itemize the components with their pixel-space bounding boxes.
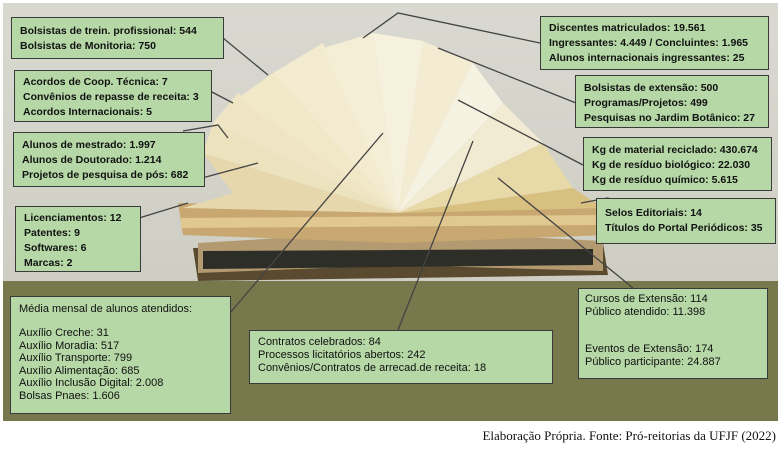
ingressantes-concluintes: Ingressantes: 4.449 / Concluintes: 1.965	[549, 37, 748, 49]
eventos-extensao: Eventos de Extensão: 174	[585, 343, 714, 355]
box-assistencia: Média mensal de alunos atendidos: Auxíli…	[10, 296, 231, 414]
bolsistas-treinamento: Bolsistas de trein. profissional: 544	[20, 25, 197, 37]
box-cursos-extensao: Cursos de Extensão: 114 Público atendido…	[578, 288, 768, 379]
residuo-biologico: Kg de resíduo biológico: 22.030	[592, 159, 751, 171]
contratos-celebrados: Contratos celebrados: 84	[258, 336, 381, 348]
bolsas-pnaes: Bolsas Pnaes: 1.606	[19, 389, 120, 402]
licenciamentos: Licenciamentos: 12	[24, 212, 122, 224]
projetos-pesquisa: Projetos de pesquisa de pós: 682	[22, 169, 189, 181]
marcas: Marcas: 2	[24, 257, 73, 269]
auxilio-moradia: Auxílio Moradia: 517	[19, 339, 120, 352]
alunos-doutorado: Alunos de Doutorado: 1.214	[22, 154, 162, 166]
publico-participante: Público participante: 24.887	[585, 356, 721, 368]
bolsistas-monitoria: Bolsistas de Monitoria: 750	[20, 40, 156, 52]
auxilio-inclusao-digital: Auxílio Inclusão Digital: 2.008	[19, 377, 164, 389]
cursos-extensao: Cursos de Extensão: 114	[585, 293, 708, 305]
auxilio-creche: Auxílio Creche: 31	[19, 327, 109, 339]
box-editorial: Selos Editoriais: 14 Títulos do Portal P…	[596, 198, 776, 244]
box-inovacao: Licenciamentos: 12 Patentes: 9 Softwares…	[15, 206, 141, 272]
box-acordos: Acordos de Coop. Técnica: 7 Convênios de…	[14, 70, 212, 122]
residuo-quimico: Kg de resíduo químico: 5.615	[592, 174, 738, 186]
alunos-mestrado: Alunos de mestrado: 1.997	[22, 139, 156, 151]
fanned-pages	[183, 33, 603, 213]
box-pos-graduacao: Alunos de mestrado: 1.997 Alunos de Dout…	[13, 132, 205, 187]
open-book-illustration	[138, 12, 634, 331]
discentes-matriculados: Discentes matriculados: 19.561	[549, 22, 706, 34]
box-residuos: Kg de material reciclado: 430.674 Kg de …	[583, 137, 772, 191]
acordos-internacionais: Acordos Internacionais: 5	[23, 106, 152, 118]
selos-editoriais: Selos Editoriais: 14	[605, 207, 702, 219]
box-extensao: Bolsistas de extensão: 500 Programas/Pro…	[575, 75, 769, 128]
acordos-coop: Acordos de Coop. Técnica: 7	[23, 76, 168, 88]
programas-projetos: Programas/Projetos: 499	[584, 97, 708, 109]
softwares: Softwares: 6	[24, 242, 87, 254]
publico-atendido: Público atendido: 11.398	[585, 306, 706, 318]
material-reciclado: Kg de material reciclado: 430.674	[592, 144, 758, 156]
box-discentes: Discentes matriculados: 19.561 Ingressan…	[540, 16, 769, 70]
auxilio-alimentacao: Auxílio Alimentação: 685	[19, 364, 140, 377]
convenios-arrecadacao: Convênios/Contratos de arrecad.de receit…	[258, 362, 487, 374]
source-caption: Elaboração Própria. Fonte: Pró-reitorias…	[482, 428, 776, 443]
auxilio-transporte: Auxílio Transporte: 799	[19, 352, 133, 364]
box-contratos: Contratos celebrados: 84 Processos licit…	[249, 330, 553, 384]
infographic: Bolsistas de trein. profissional: 544 Bo…	[3, 3, 778, 421]
bolsistas-extensao: Bolsistas de extensão: 500	[584, 82, 719, 94]
connector-lines	[138, 12, 634, 331]
patentes: Patentes: 9	[24, 227, 81, 239]
alunos-internacionais: Alunos internacionais ingressantes: 25	[549, 52, 745, 64]
assistencia-title: Média mensal de alunos atendidos:	[19, 303, 193, 315]
processos-licitatorios: Processos licitatórios abertos: 242	[258, 349, 426, 361]
pesquisas-jardim-botanico: Pesquisas no Jardim Botânico: 27	[584, 112, 755, 124]
box-bolsistas: Bolsistas de trein. profissional: 544 Bo…	[11, 17, 224, 59]
book-stack	[178, 203, 608, 281]
convenios-repasse: Convênios de repasse de receita: 3	[23, 91, 199, 103]
titulos-portal-periodicos: Títulos do Portal Periódicos: 35	[605, 222, 763, 234]
